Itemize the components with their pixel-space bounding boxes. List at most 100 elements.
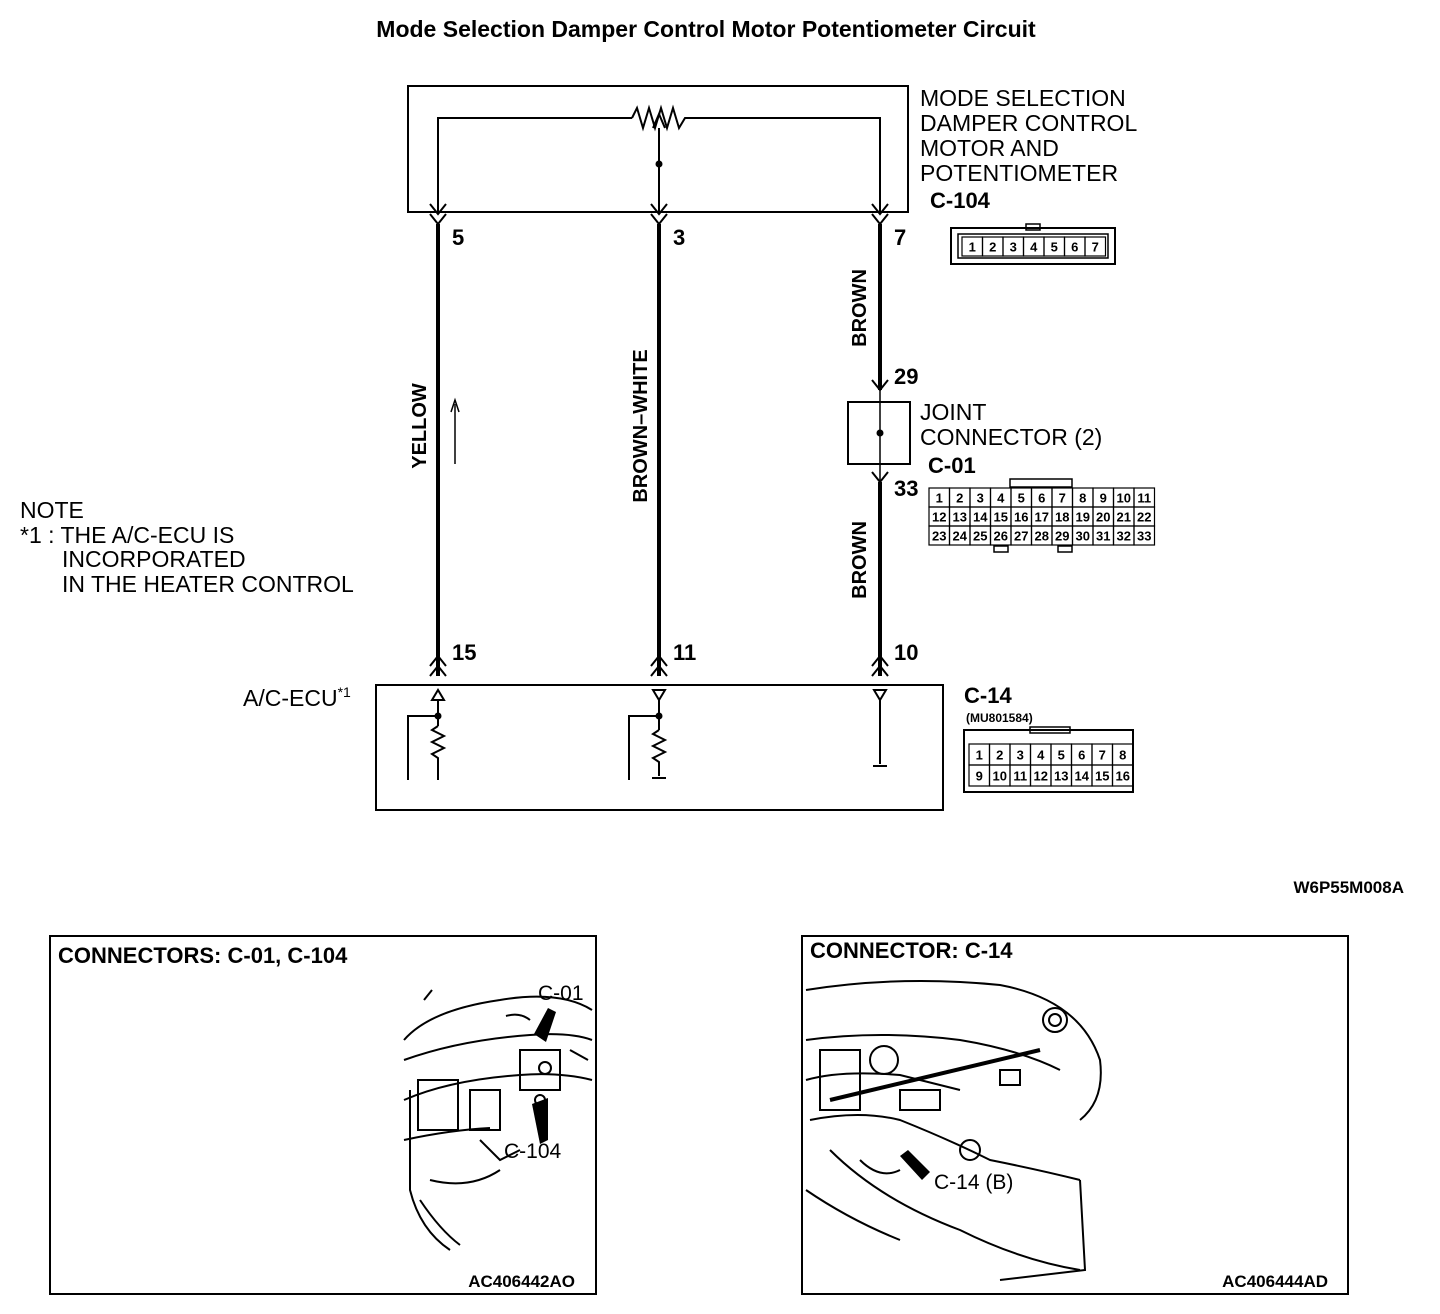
figure-code: W6P55M008A <box>1293 878 1404 897</box>
c01-pin-label: 2 <box>956 491 963 506</box>
svg-text:DAMPER CONTROL: DAMPER CONTROL <box>920 110 1137 136</box>
c104-pin-label: 7 <box>1092 240 1099 255</box>
c01-pin-label: 12 <box>932 510 946 525</box>
c14-pin-label: 10 <box>993 769 1007 784</box>
c01-pin-label: 21 <box>1117 510 1131 525</box>
c01-pin-label: 30 <box>1076 529 1090 544</box>
c14-pin-label: 5 <box>1058 748 1065 763</box>
component-name: MODE SELECTION DAMPER CONTROL MOTOR AND … <box>920 85 1137 186</box>
c104-connector-id: C-104 <box>930 188 991 213</box>
pin-10: 10 <box>894 640 918 665</box>
c01-pin-label: 24 <box>953 529 968 544</box>
c01-pin-label: 20 <box>1096 510 1110 525</box>
c01-pin-label: 26 <box>994 529 1008 544</box>
c01-pin-label: 1 <box>936 491 943 506</box>
c104-pin-label: 4 <box>1030 240 1038 255</box>
wire-color-brown-white: BROWN–WHITE <box>630 349 652 502</box>
panel-1-code: AC406442AO <box>468 1272 575 1291</box>
c14-part-number: (MU801584) <box>966 711 1033 725</box>
c01-pin-label: 11 <box>1137 491 1151 506</box>
ac-ecu-box <box>375 684 944 811</box>
wire-color-brown-upper: BROWN <box>849 269 871 347</box>
c14-pin-label: 13 <box>1054 769 1068 784</box>
c14-connector-id: C-14 <box>964 683 1012 708</box>
panel-2-code: AC406444AD <box>1222 1272 1328 1291</box>
c14-pin-label: 8 <box>1119 748 1126 763</box>
c14-pin-label: 1 <box>976 748 983 763</box>
callout-c01: C-01 <box>538 982 584 1005</box>
dashboard-illustration-1 <box>403 989 593 1251</box>
c01-pin-label: 14 <box>973 510 988 525</box>
c14-pin-label: 4 <box>1037 748 1045 763</box>
c01-connector-id: C-01 <box>928 453 976 478</box>
connector-location-panel-1: CONNECTORS: C-01, C-104 C-01 C-104 AC406… <box>49 935 597 1295</box>
svg-text:*1 : THE A/C-ECU IS: *1 : THE A/C-ECU IS <box>20 522 234 548</box>
svg-text:INCORPORATED: INCORPORATED <box>62 546 246 572</box>
diagram-title: Mode Selection Damper Control Motor Pote… <box>376 16 1036 42</box>
callout-c104: C-104 <box>504 1140 562 1163</box>
c01-pin-label: 19 <box>1076 510 1090 525</box>
joint-junction <box>876 429 884 437</box>
c01-pin-label: 8 <box>1079 491 1086 506</box>
c14-pin-label: 15 <box>1095 769 1109 784</box>
c01-pin-label: 3 <box>977 491 984 506</box>
svg-text:MOTOR AND: MOTOR AND <box>920 135 1059 161</box>
pin-5: 5 <box>452 225 464 250</box>
c01-pin-label: 7 <box>1059 491 1066 506</box>
c01-pin-label: 22 <box>1137 510 1151 525</box>
c01-pin-label: 31 <box>1096 529 1110 544</box>
connector-location-panel-2: CONNECTOR: C-14 C-14 (B) AC406444AD <box>801 935 1349 1295</box>
callout-c14b: C-14 (B) <box>934 1171 1013 1194</box>
c01-pin-label: 18 <box>1055 510 1069 525</box>
ecu-internal-circuit <box>407 688 888 780</box>
svg-text:JOINT: JOINT <box>920 399 986 425</box>
ecu-junction-11 <box>655 712 663 720</box>
c14-cell <box>1111 764 1134 787</box>
dashboard-illustration-2 <box>805 980 1102 1281</box>
c01-pin-label: 16 <box>1014 510 1028 525</box>
svg-text:POTENTIOMETER: POTENTIOMETER <box>920 160 1118 186</box>
joint-name: JOINT CONNECTOR (2) <box>920 399 1102 450</box>
wiper-junction <box>655 160 663 168</box>
svg-text:IN THE HEATER CONTROL: IN THE HEATER CONTROL <box>62 571 354 597</box>
callout-arrows-1 <box>532 1008 556 1144</box>
c104-pin-label: 3 <box>1010 240 1017 255</box>
pin-33: 33 <box>894 476 918 501</box>
callout-arrow-c14 <box>900 1150 930 1180</box>
c01-pin-label: 15 <box>994 510 1008 525</box>
pin-29: 29 <box>894 364 918 389</box>
c01-pin-label: 6 <box>1038 491 1045 506</box>
c01-pin-label: 25 <box>973 529 987 544</box>
c14-pin-label: 2 <box>996 748 1003 763</box>
c14-pin-label: 12 <box>1034 769 1048 784</box>
wire-color-yellow: YELLOW <box>409 383 431 469</box>
pot-left-lead <box>437 117 632 212</box>
c01-pin-label: 33 <box>1137 529 1151 544</box>
pin-15: 15 <box>452 640 476 665</box>
c01-pin-label: 9 <box>1100 491 1107 506</box>
c14-pin-label: 6 <box>1078 748 1085 763</box>
potentiometer-resistor <box>631 104 881 212</box>
wire-color-brown-lower: BROWN <box>849 521 871 599</box>
c104-pin-label: 5 <box>1051 240 1058 255</box>
c104-pin-label: 6 <box>1071 240 1078 255</box>
c01-pin-label: 4 <box>997 491 1005 506</box>
panel-1-title: CONNECTORS: C-01, C-104 <box>58 943 348 968</box>
pin-7: 7 <box>894 225 906 250</box>
svg-text:MODE SELECTION: MODE SELECTION <box>920 85 1126 111</box>
c01-pin-label: 10 <box>1117 491 1131 506</box>
panel-2-title: CONNECTOR: C-14 <box>810 938 1013 963</box>
c104-pin-label: 1 <box>969 240 976 255</box>
signal-direction-arrow <box>450 397 460 464</box>
c01-pin-label: 28 <box>1035 529 1049 544</box>
svg-text:CONNECTOR (2): CONNECTOR (2) <box>920 424 1102 450</box>
c01-cell <box>1133 525 1156 546</box>
c01-pin-label: 32 <box>1117 529 1131 544</box>
c14-pin-label: 7 <box>1099 748 1106 763</box>
c14-pin-label: 9 <box>976 769 983 784</box>
ac-ecu-label: A/C-ECU*1 <box>243 684 351 711</box>
ecu-junction-15 <box>434 712 442 720</box>
c104-cell <box>1084 236 1107 257</box>
